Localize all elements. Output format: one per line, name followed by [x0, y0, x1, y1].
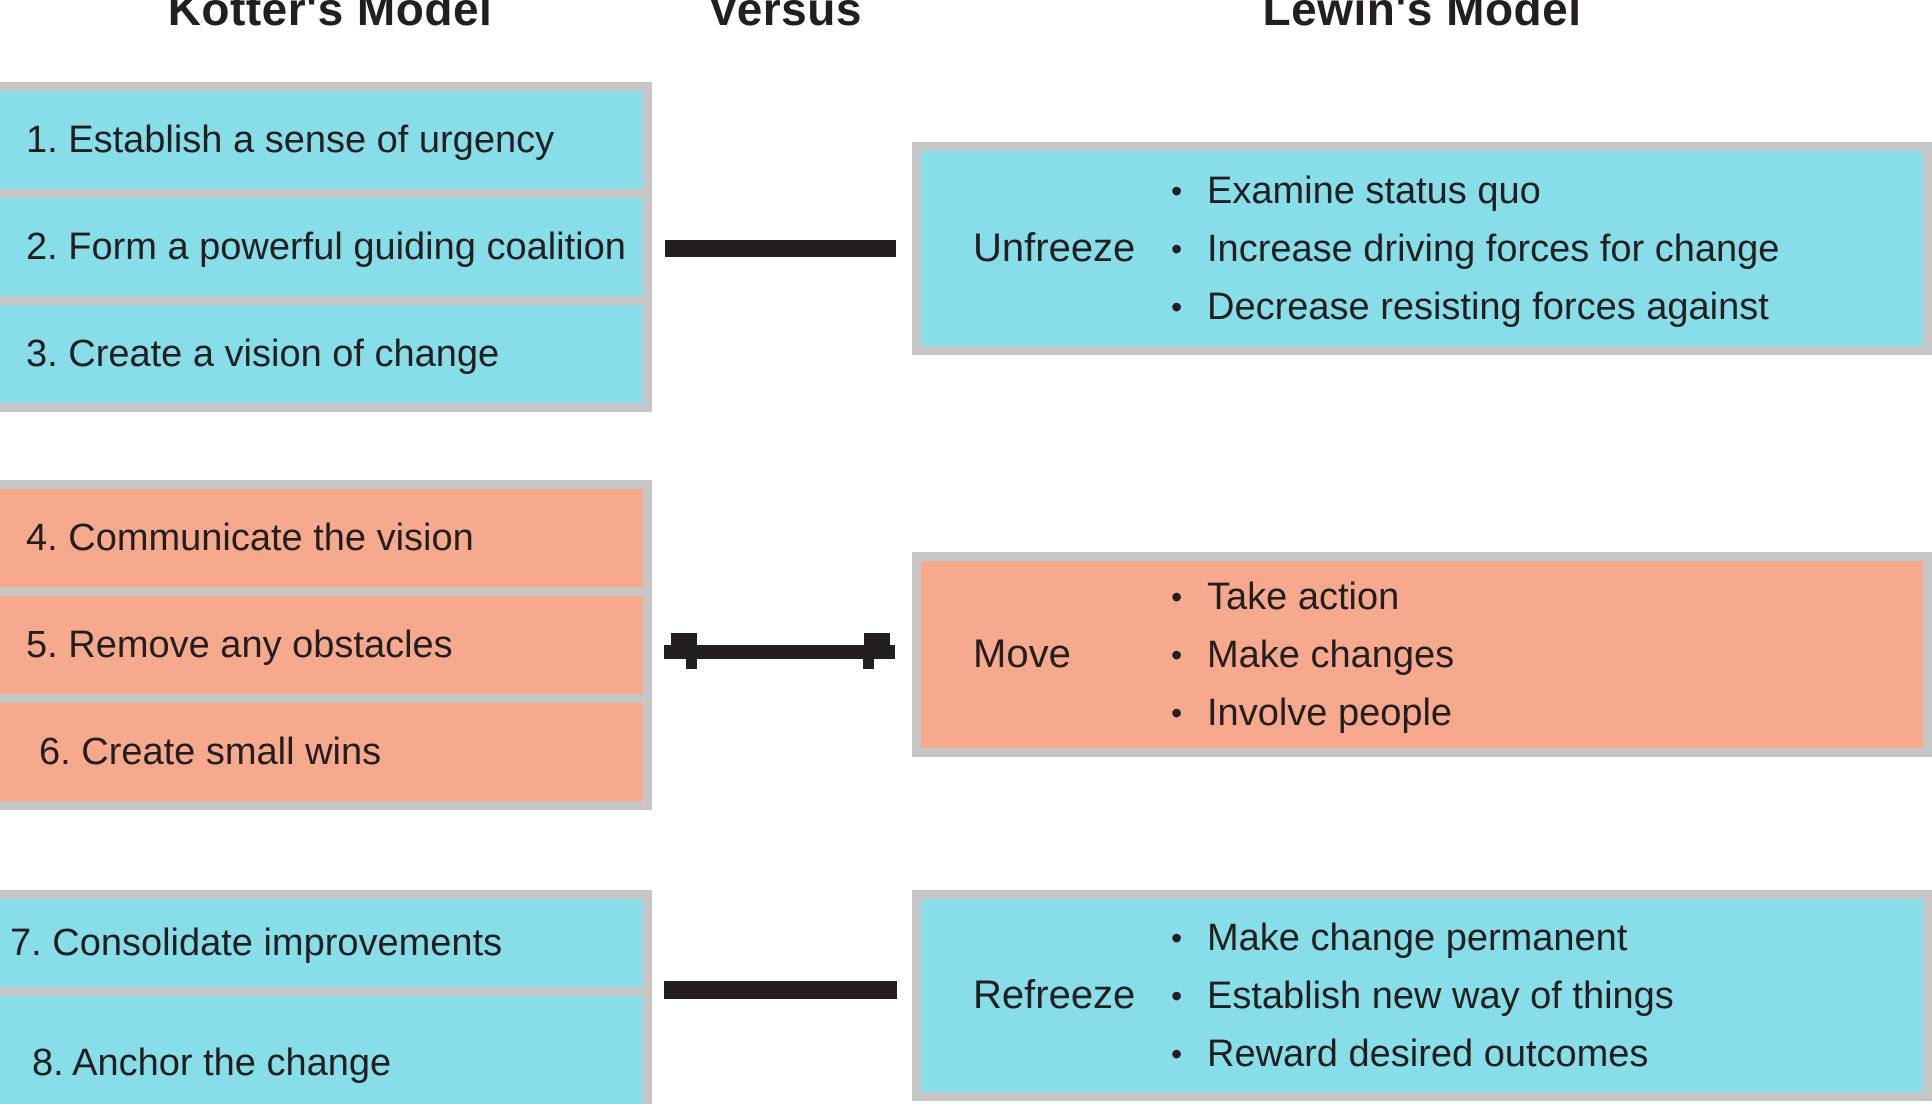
kotter-step-2-label: 2. Form a powerful guiding coalition [26, 226, 626, 268]
connector-move-tick-left-upper [671, 633, 697, 646]
kotter-group-unfreeze-steps: 1. Establish a sense of urgency 2. Form … [0, 82, 652, 412]
bullet-text: Make change permanent [1207, 916, 1628, 959]
connector-line-unfreeze [665, 240, 896, 257]
bullet-text: Take action [1207, 575, 1400, 618]
bullet-item: • Establish new way of things [1169, 967, 1674, 1025]
connector-move-tick-right-lower [863, 658, 874, 669]
kotter-step-4-label: 4. Communicate the vision [26, 517, 474, 559]
kotter-step-6: 6. Create small wins [0, 703, 643, 801]
bullet-text: Establish new way of things [1207, 974, 1674, 1017]
stage-move-label: Move [973, 632, 1071, 676]
stage-refreeze-body: Refreeze • Make change permanent • Establi… [921, 899, 1923, 1092]
stage-move-body: Move • Take action • Make changes • Involve… [921, 561, 1923, 748]
connector-move-tick-right-upper [864, 633, 890, 646]
kotter-step-8-label: 8. Anchor the change [32, 1042, 392, 1084]
kotter-group-move-steps: 4. Communicate the vision 5. Remove any … [0, 480, 652, 810]
kotter-step-3-label: 3. Create a vision of change [26, 333, 500, 375]
bullet-item: • Examine status quo [1169, 162, 1779, 220]
stage-unfreeze: Unfreeze • Examine status quo • Increase d… [912, 142, 1932, 355]
bullet-text: Reward desired outcomes [1207, 1032, 1649, 1075]
stage-move: Move • Take action • Make changes • Involve… [912, 552, 1932, 757]
bullet-dot: • [1171, 1035, 1183, 1072]
stage-refreeze-bullets: • Make change permanent • Establish new wa… [1169, 909, 1674, 1083]
kotter-step-3: 3. Create a vision of change [0, 305, 643, 403]
bullet-dot: • [1171, 230, 1183, 267]
stage-unfreeze-bullets: • Examine status quo • Increase driving fo… [1169, 162, 1779, 336]
bullet-item: • Make changes [1169, 626, 1454, 684]
bullet-item: • Reward desired outcomes [1169, 1025, 1674, 1083]
bullet-dot: • [1171, 694, 1183, 731]
bullet-item: • Take action [1169, 568, 1454, 626]
bullet-text: Involve people [1207, 691, 1453, 734]
stage-move-bullets: • Take action • Make changes • Involve peop… [1169, 568, 1454, 742]
bullet-item: • Involve people [1169, 684, 1454, 742]
bullet-dot: • [1171, 288, 1183, 325]
kotter-step-5: 5. Remove any obstacles [0, 596, 643, 694]
header-versus: Versus [708, 0, 862, 35]
bullet-item: • Increase driving forces for change [1169, 220, 1779, 278]
kotter-step-6-label: 6. Create small wins [39, 731, 382, 773]
stage-refreeze: Refreeze • Make change permanent • Establi… [912, 890, 1932, 1101]
stage-unfreeze-label: Unfreeze [973, 226, 1136, 270]
bullet-text: Examine status quo [1207, 169, 1541, 212]
bullet-item: • Make change permanent [1169, 909, 1674, 967]
stage-refreeze-label: Refreeze [973, 973, 1136, 1017]
kotter-step-7-label: 7. Consolidate improvements [10, 922, 503, 964]
bullet-text: Make changes [1207, 633, 1455, 676]
header-kotter-model: Kotter's Model [167, 0, 493, 35]
kotter-step-8: 8. Anchor the change [0, 996, 643, 1104]
bullet-text: Increase driving forces for change [1207, 227, 1780, 270]
kotter-step-7: 7. Consolidate improvements [0, 899, 643, 987]
stage-unfreeze-body: Unfreeze • Examine status quo • Increase d… [921, 151, 1923, 346]
kotter-step-4: 4. Communicate the vision [0, 489, 643, 587]
connector-line-move [664, 645, 895, 659]
kotter-step-2: 2. Form a powerful guiding coalition [0, 198, 643, 296]
bullet-text: Decrease resisting forces against [1207, 285, 1769, 328]
kotter-group-refreeze-steps: 7. Consolidate improvements 8. Anchor th… [0, 890, 652, 1104]
connector-move-tick-left-lower [686, 658, 697, 669]
kotter-step-1: 1. Establish a sense of urgency [0, 91, 643, 189]
connector-line-refreeze [664, 981, 897, 999]
bullet-item: • Decrease resisting forces against [1169, 278, 1779, 336]
kotter-step-1-label: 1. Establish a sense of urgency [26, 119, 555, 161]
bullet-dot: • [1171, 919, 1183, 956]
bullet-dot: • [1171, 977, 1183, 1014]
kotter-step-5-label: 5. Remove any obstacles [26, 624, 453, 666]
header-lewin-model: Lewin's Model [1262, 0, 1582, 35]
bullet-dot: • [1171, 636, 1183, 673]
bullet-dot: • [1171, 172, 1183, 209]
bullet-dot: • [1171, 578, 1183, 615]
